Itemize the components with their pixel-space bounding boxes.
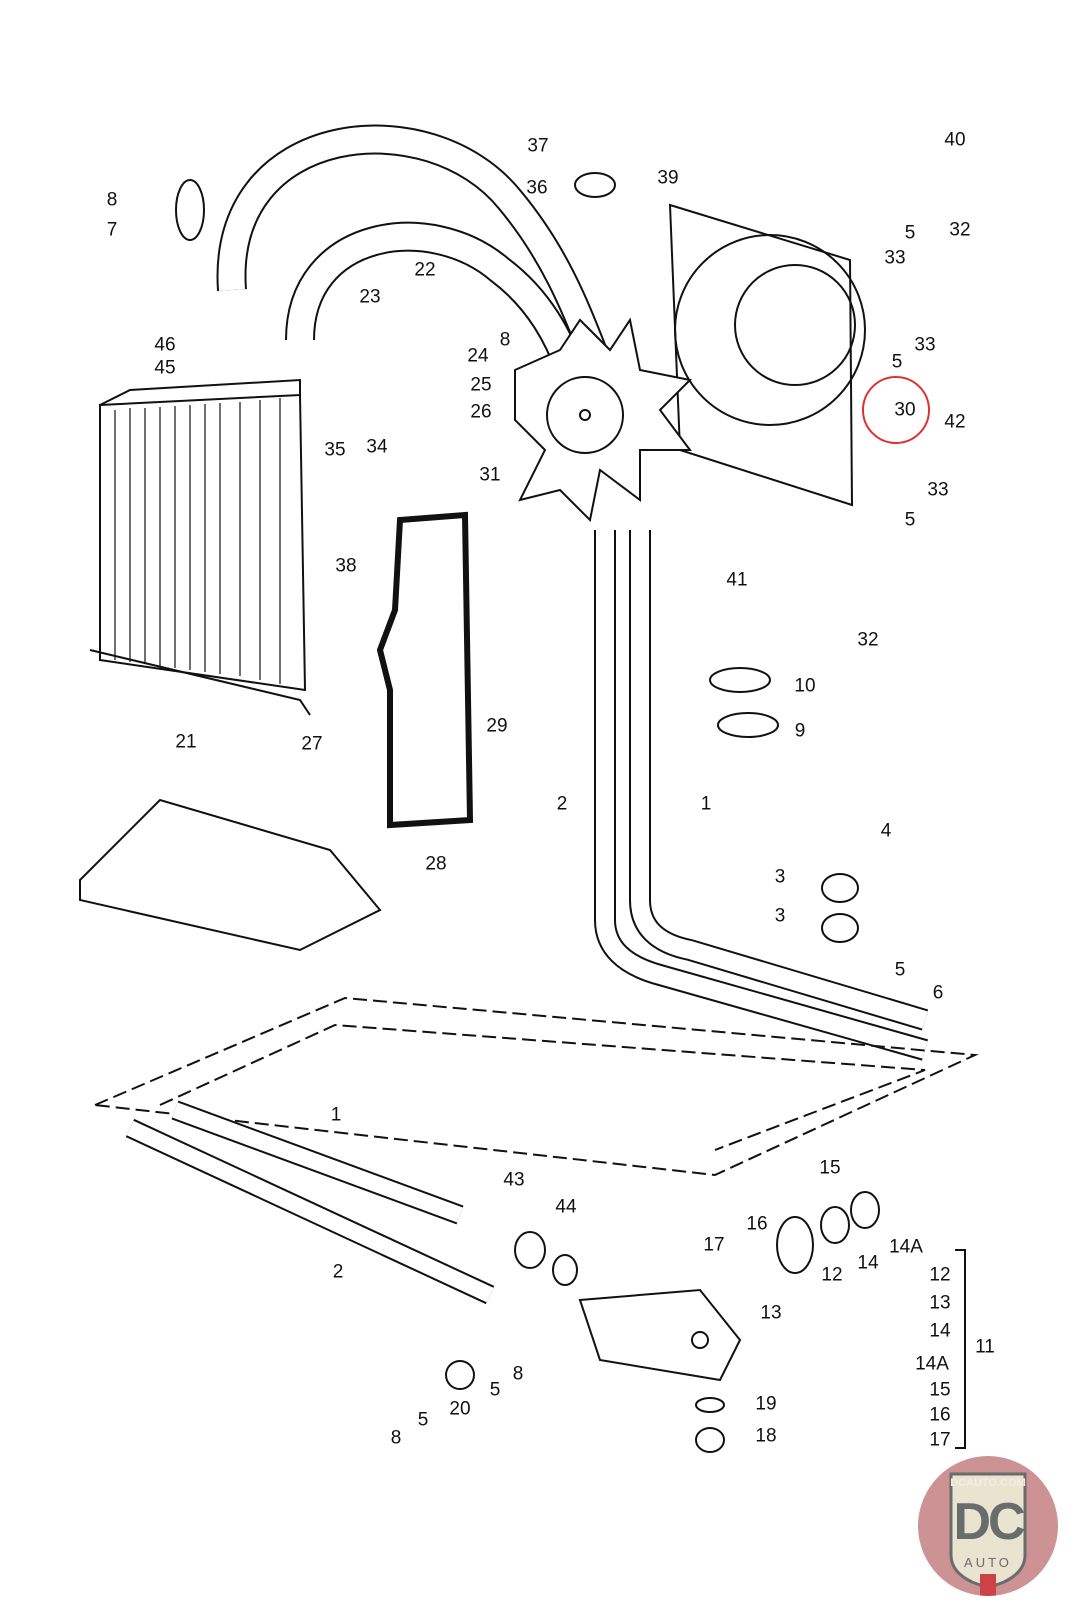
callout-label[interactable]: 19 (755, 1393, 777, 1415)
callout-label[interactable]: 33 (927, 479, 949, 501)
body-frame-outline (91, 996, 979, 1177)
callout-label[interactable]: 3 (774, 866, 786, 888)
callout-label[interactable]: 10 (794, 675, 816, 697)
callout-label[interactable]: 34 (366, 436, 388, 458)
oil-cooler-radiator (89, 378, 311, 716)
callout-label[interactable]: 5 (489, 1379, 501, 1401)
fan-shroud (668, 203, 866, 507)
callout-label[interactable]: 5 (904, 509, 916, 531)
callout-label[interactable]: 15 (819, 1157, 841, 1179)
callout-label[interactable]: 31 (479, 464, 501, 486)
callout-label[interactable]: 16 (929, 1404, 951, 1426)
callout-label[interactable]: 14 (929, 1320, 951, 1342)
callout-label[interactable]: 35 (324, 439, 346, 461)
callout-label[interactable]: 7 (106, 219, 118, 241)
callout-label[interactable]: 32 (949, 219, 971, 241)
callout-label[interactable]: 8 (512, 1363, 524, 1385)
group-bracket-11 (955, 1249, 966, 1449)
callout-label[interactable]: 29 (486, 715, 508, 737)
callout-label[interactable]: 45 (154, 357, 176, 379)
callout-label[interactable]: 36 (526, 177, 548, 199)
callout-label[interactable]: 21 (175, 731, 197, 753)
callout-label[interactable]: 5 (891, 351, 903, 373)
callout-label[interactable]: 5 (417, 1409, 429, 1431)
shield-icon (949, 1472, 1027, 1596)
callout-label[interactable]: 3 (774, 905, 786, 927)
callout-label[interactable]: 28 (425, 853, 447, 875)
callout-label[interactable]: 22 (414, 259, 436, 281)
gasket-seal (376, 511, 474, 829)
callout-label[interactable]: 32 (857, 629, 879, 651)
callout-label[interactable]: 13 (929, 1292, 951, 1314)
thermostat-housing (578, 1288, 742, 1382)
callout-label[interactable]: 9 (794, 720, 806, 742)
callout-label[interactable]: 17 (929, 1429, 951, 1451)
callout-label[interactable]: 8 (106, 189, 118, 211)
callout-label[interactable]: 15 (929, 1379, 951, 1401)
callout-label[interactable]: 5 (904, 222, 916, 244)
callout-label[interactable]: 12 (821, 1264, 843, 1286)
logo-sub: AUTO (964, 1555, 1012, 1570)
callout-label[interactable]: 2 (556, 793, 568, 815)
callout-label[interactable]: 8 (499, 329, 511, 351)
callout-label[interactable]: 41 (726, 569, 748, 591)
callout-label[interactable]: 17 (703, 1234, 725, 1256)
callout-label[interactable]: 38 (335, 555, 357, 577)
callout-label[interactable]: 14A (889, 1236, 923, 1258)
callout-label[interactable]: 6 (932, 982, 944, 1004)
callout-label[interactable]: 39 (657, 167, 679, 189)
callout-label[interactable]: 23 (359, 286, 381, 308)
callout-label[interactable]: 14A (915, 1353, 949, 1375)
callout-label[interactable]: 14 (857, 1252, 879, 1274)
callout-label[interactable]: 12 (929, 1264, 951, 1286)
callout-label[interactable]: 1 (330, 1104, 342, 1126)
callout-label[interactable]: 42 (944, 411, 966, 433)
cooling-fan (514, 317, 693, 523)
callout-label[interactable]: 2 (332, 1261, 344, 1283)
callout-label[interactable]: 25 (470, 374, 492, 396)
callout-label[interactable]: 16 (746, 1213, 768, 1235)
callout-label[interactable]: 1 (700, 793, 712, 815)
logo-mark: DC (953, 1493, 1025, 1551)
callout-label[interactable]: 4 (880, 820, 892, 842)
callout-label[interactable]: 11 (975, 1336, 995, 1358)
callout-label[interactable]: 37 (527, 135, 549, 157)
callout-label[interactable]: 33 (884, 247, 906, 269)
callout-label[interactable]: 20 (449, 1398, 471, 1420)
callout-label[interactable]: 8 (390, 1427, 402, 1449)
callout-label[interactable]: 24 (467, 345, 489, 367)
logo-site-text: DCAUTO.COM (950, 1477, 1026, 1489)
callout-label[interactable]: 27 (301, 733, 323, 755)
callout-label[interactable]: 5 (894, 959, 906, 981)
callout-label[interactable]: 13 (760, 1302, 782, 1324)
callout-label[interactable]: 43 (503, 1169, 525, 1191)
callout-label[interactable]: 46 (154, 334, 176, 356)
callout-label[interactable]: 44 (555, 1196, 577, 1218)
callout-label-highlighted[interactable]: 30 (894, 399, 916, 421)
highlight-circle-30 (862, 376, 930, 444)
callout-label[interactable]: 18 (755, 1425, 777, 1447)
support-bracket (79, 798, 382, 952)
callout-label[interactable]: 33 (914, 334, 936, 356)
callout-label[interactable]: 40 (944, 129, 966, 151)
dcauto-logo: DCAUTO.COM DC AUTO (918, 1456, 1058, 1596)
callout-label[interactable]: 26 (470, 401, 492, 423)
